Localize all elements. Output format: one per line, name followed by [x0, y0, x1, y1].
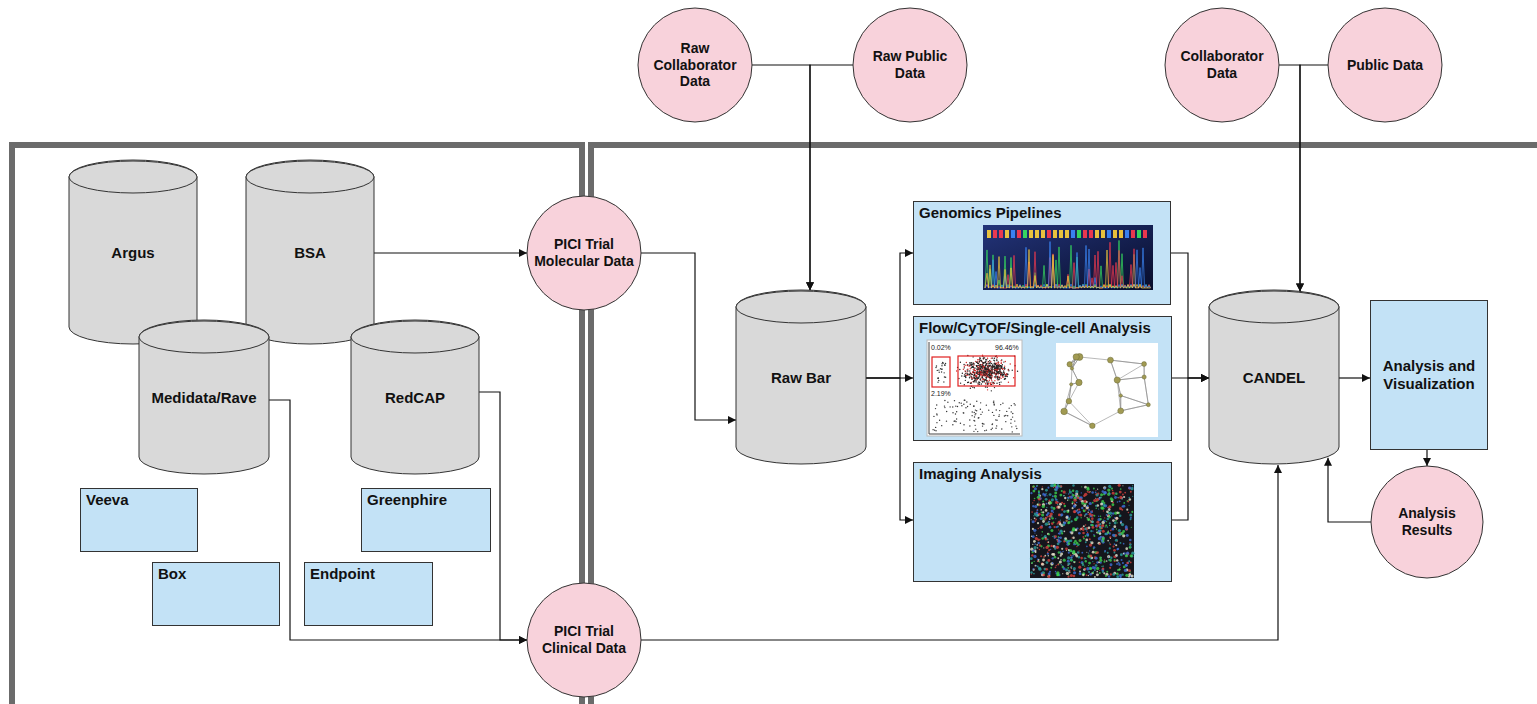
connector-arrow — [752, 65, 810, 290]
connector-arrow — [1339, 377, 1370, 378]
node-label: Greenphire — [367, 491, 447, 509]
sequencing-image — [983, 225, 1153, 290]
connector-arrow — [374, 252, 527, 253]
left-panel — [12, 145, 582, 704]
right-panel — [591, 145, 1537, 704]
gate-percentage: 96.46% — [994, 344, 1020, 352]
connector-arrow — [866, 378, 913, 520]
node-label: Imaging Analysis — [919, 465, 1042, 483]
node-label: Argus — [111, 244, 154, 262]
node-label: Medidata/Rave — [151, 389, 256, 407]
node-label: CANDEL — [1243, 369, 1306, 387]
connector-arrow — [1279, 65, 1300, 291]
node-label: Analysis and Visualization — [1377, 357, 1481, 393]
process-box: Greenphire — [361, 488, 491, 552]
connector-arrow — [866, 253, 913, 378]
node-label: Flow/CyTOF/Single-cell Analysis — [919, 319, 1151, 337]
data-circle: Public Data — [1327, 7, 1443, 123]
node-label: Endpoint — [310, 565, 375, 583]
database-cylinder: Medidata/Rave — [138, 320, 270, 475]
data-circle: Raw Public Data — [852, 7, 968, 123]
process-box: Flow/CyTOF/Single-cell Analysis — [913, 316, 1172, 441]
process-box: Genomics Pipelines — [913, 201, 1171, 305]
node-label: Raw Bar — [771, 369, 831, 387]
data-circle: PICI Trial Molecular Data — [526, 195, 642, 311]
connector-arrow — [1328, 458, 1371, 522]
data-circle: PICI Trial Clinical Data — [526, 582, 642, 698]
node-label: PICI Trial Molecular Data — [531, 236, 637, 270]
flow-plot — [927, 340, 1022, 436]
gate-percentage: 2.19% — [930, 390, 952, 398]
database-cylinder: CANDEL — [1208, 290, 1340, 465]
connector-arrow — [1300, 65, 1328, 291]
process-box: Imaging Analysis — [913, 462, 1172, 582]
process-box: Analysis and Visualization — [1370, 300, 1488, 450]
node-label: Veeva — [86, 491, 129, 509]
network-plot — [1056, 343, 1158, 437]
process-box: Endpoint — [304, 562, 433, 626]
data-circle: Raw Collaborator Data — [637, 7, 753, 123]
connector-arrow — [810, 65, 853, 290]
database-cylinder: Argus — [68, 160, 198, 345]
database-cylinder: BSA — [245, 160, 375, 345]
node-label: PICI Trial Clinical Data — [531, 623, 637, 657]
connector-arrow — [1426, 450, 1427, 466]
process-box: Box — [152, 562, 280, 626]
gate-percentage: 0.02% — [930, 344, 952, 352]
connector-arrow — [1171, 253, 1209, 378]
database-cylinder: Raw Bar — [735, 290, 867, 465]
connector-arrow — [641, 253, 736, 420]
imaging-image — [1030, 483, 1135, 578]
node-label: RedCAP — [385, 389, 445, 407]
node-label: BSA — [294, 244, 326, 262]
process-box: Veeva — [80, 488, 198, 552]
node-label: Collaborator Data — [1172, 48, 1272, 82]
node-label: Raw Collaborator Data — [645, 40, 745, 90]
node-label: Public Data — [1347, 57, 1423, 74]
node-label: Box — [158, 565, 186, 583]
node-label: Genomics Pipelines — [919, 204, 1062, 222]
node-label: Analysis Results — [1379, 505, 1475, 539]
connector-arrow — [1172, 378, 1209, 520]
database-cylinder: RedCAP — [350, 320, 480, 475]
data-circle: Collaborator Data — [1164, 7, 1280, 123]
node-label: Raw Public Data — [860, 48, 960, 82]
data-circle: Analysis Results — [1370, 465, 1484, 579]
